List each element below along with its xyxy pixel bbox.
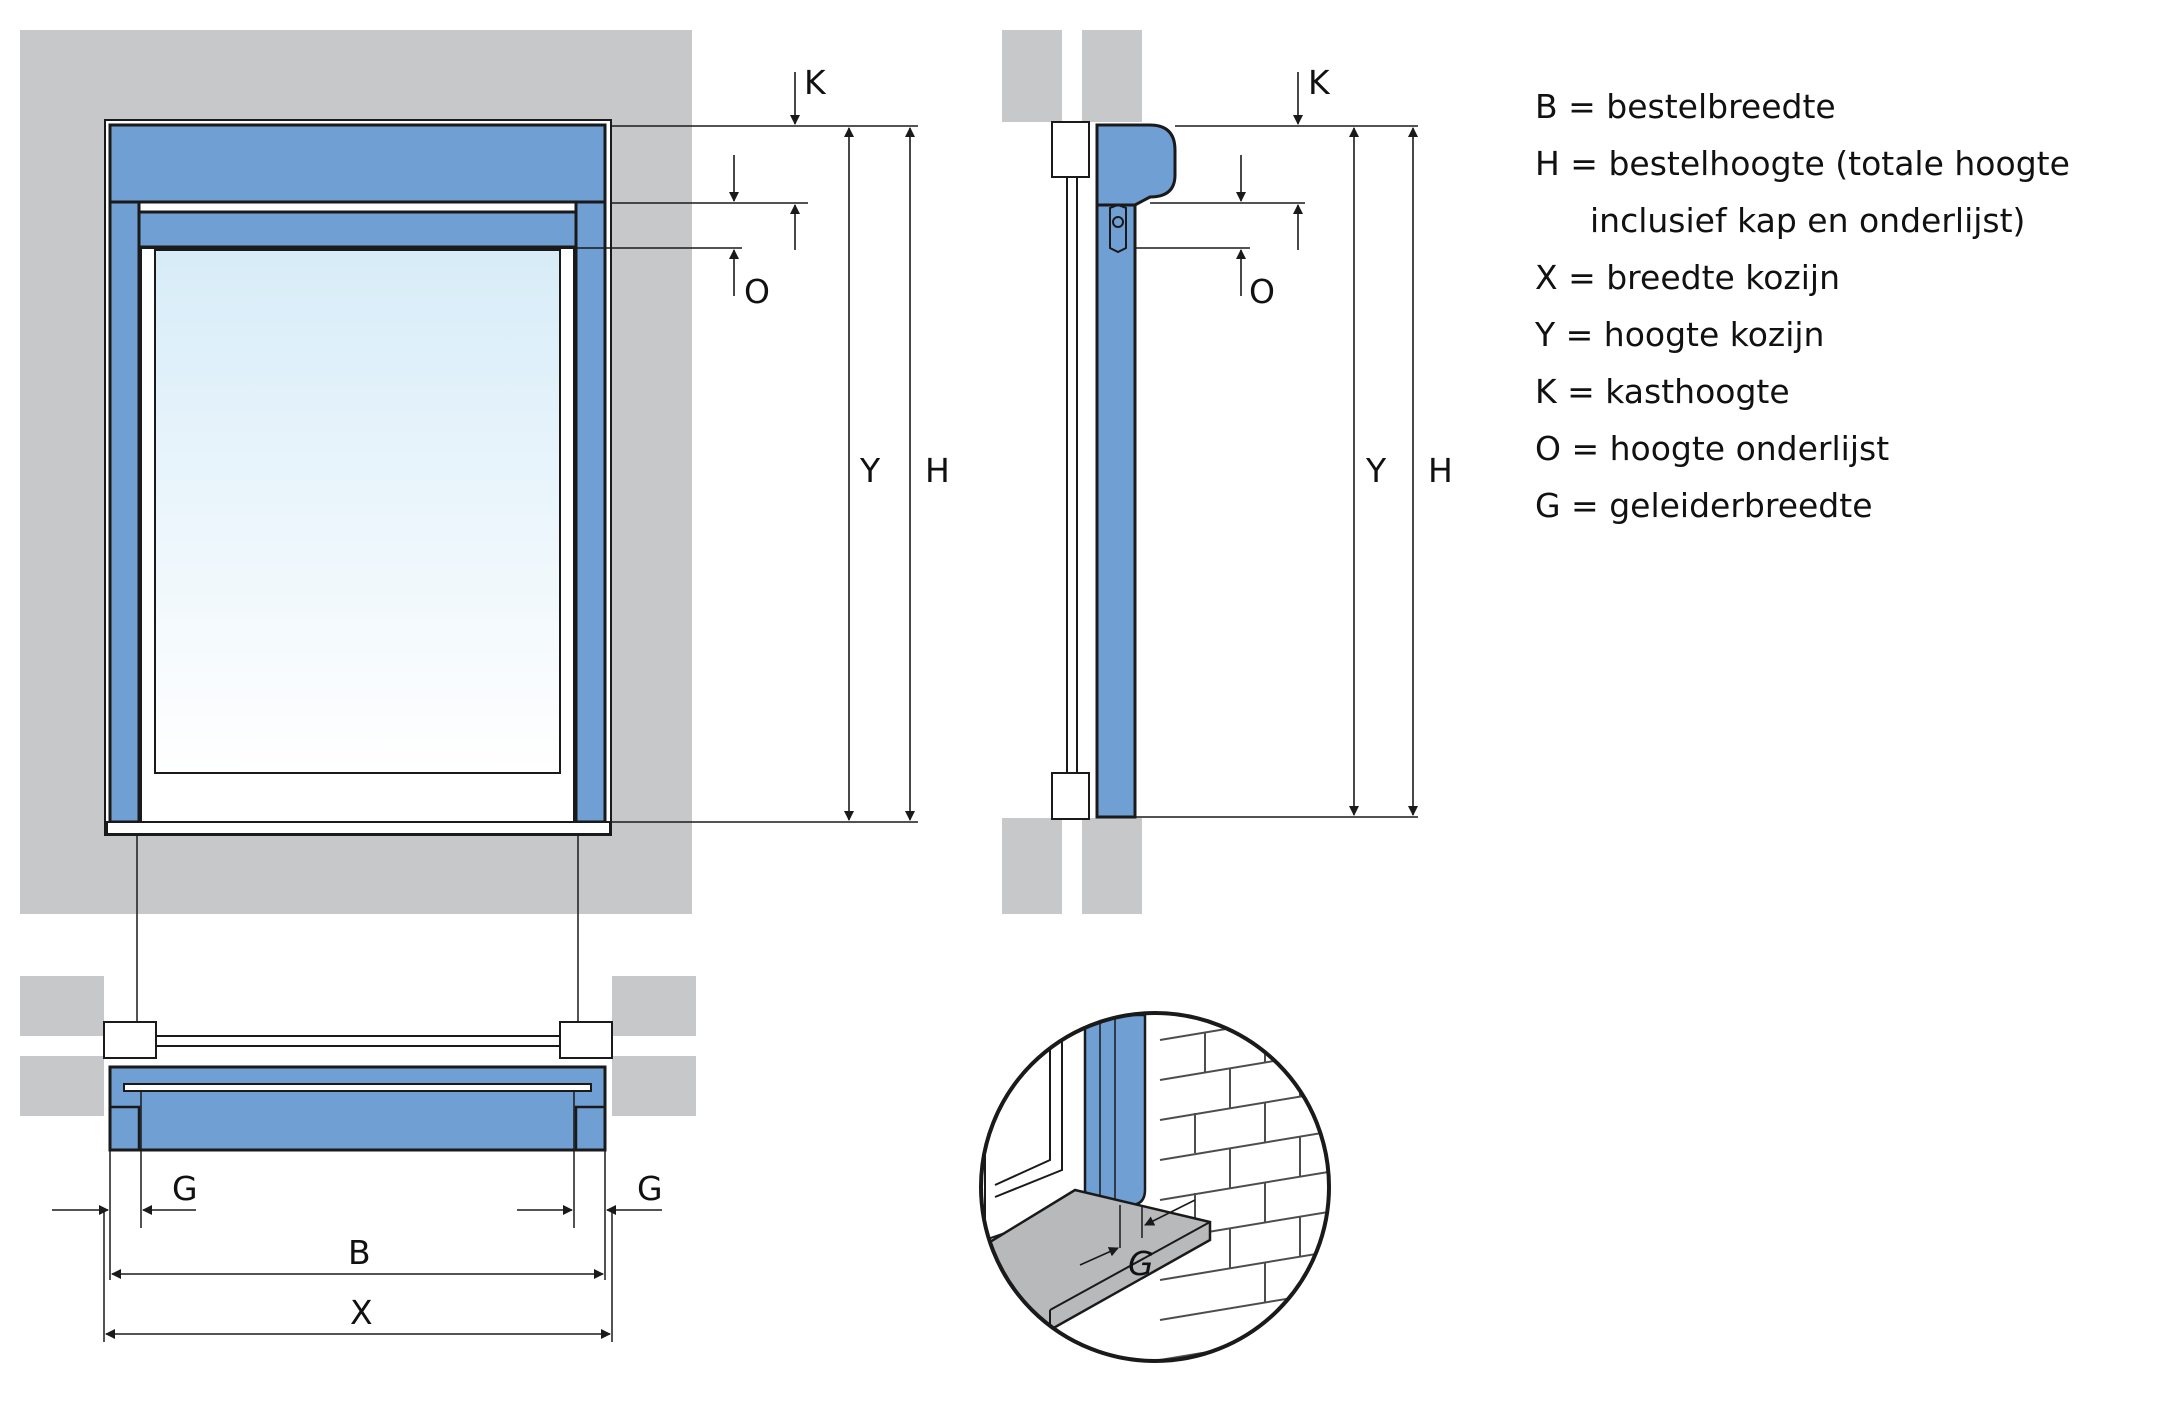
side-rail-eye: [1112, 216, 1124, 228]
plan-frame-right: [559, 1021, 613, 1059]
front-label-o: O: [744, 272, 770, 311]
legend-item-y: Y = hoogte kozijn: [1535, 315, 1825, 354]
detail-label-g: G: [1128, 1244, 1154, 1283]
side-bottom-rail-icon: [1109, 203, 1127, 254]
side-label-k: K: [1308, 63, 1331, 102]
legend-item-o: O = hoogte onderlijst: [1535, 429, 1890, 468]
plan-wall-left-bottom: [20, 1056, 104, 1116]
shutter-box: [108, 123, 607, 204]
side-shutter-box: [1095, 123, 1177, 207]
legend-item-h: H = bestelhoogte (totale hoogte: [1535, 144, 2070, 183]
front-label-h: H: [925, 451, 950, 490]
window-sill: [106, 821, 611, 835]
left-guide: [108, 200, 141, 824]
window-glass: [154, 249, 561, 774]
front-view: [20, 30, 692, 914]
front-dimensions-k-o: [576, 72, 918, 823]
plan-label-g-right: G: [637, 1169, 663, 1208]
plan-wall-right-bottom: [612, 1056, 696, 1116]
plan-view: [20, 834, 696, 1342]
side-wall-right-bottom: [1082, 818, 1142, 914]
plan-wall-left-top: [20, 976, 104, 1036]
side-view: [1002, 30, 1177, 914]
side-frame-top: [1051, 121, 1090, 178]
plan-label-g-left: G: [172, 1169, 198, 1208]
side-label-o: O: [1249, 272, 1275, 311]
plan-rail: [123, 1083, 592, 1092]
front-label-k: K: [804, 63, 827, 102]
bottom-rail: [137, 210, 578, 249]
detail-circle-outline: [979, 1011, 1331, 1363]
front-label-y: Y: [859, 451, 881, 490]
side-label-h: H: [1428, 451, 1453, 490]
legend-item-k: K = kasthoogte: [1535, 372, 1790, 411]
plan-dimensions: [52, 1205, 662, 1339]
side-wall-left-bottom: [1002, 818, 1062, 914]
plan-shutter-box: [108, 1065, 607, 1152]
plan-guides: [110, 1105, 605, 1150]
legend-item-x: X = breedte kozijn: [1535, 258, 1841, 297]
plan-wall-right-top: [612, 976, 696, 1036]
plan-frame-left: [103, 1021, 157, 1059]
legend-item-b: B = bestelbreedte: [1535, 87, 1836, 126]
legend: B = bestelbreedte H = bestelhoogte (tota…: [1535, 78, 2155, 534]
side-glass-pane: [1066, 176, 1078, 774]
side-wall-left-top: [1002, 30, 1062, 122]
side-guide: [1095, 203, 1137, 819]
side-wall-right-top: [1082, 30, 1142, 122]
legend-item-h-continued: inclusief kap en onderlijst): [1590, 201, 2026, 240]
side-frame-bottom: [1051, 772, 1090, 820]
side-label-y: Y: [1365, 451, 1387, 490]
legend-item-g: G = geleiderbreedte: [1535, 486, 1873, 525]
detail-view: G: [979, 1011, 1331, 1363]
plan-label-x: X: [350, 1293, 373, 1332]
right-guide: [574, 200, 607, 824]
plan-glass: [155, 1035, 561, 1047]
plan-label-b: B: [348, 1233, 371, 1272]
side-dimensions: [1135, 72, 1418, 818]
